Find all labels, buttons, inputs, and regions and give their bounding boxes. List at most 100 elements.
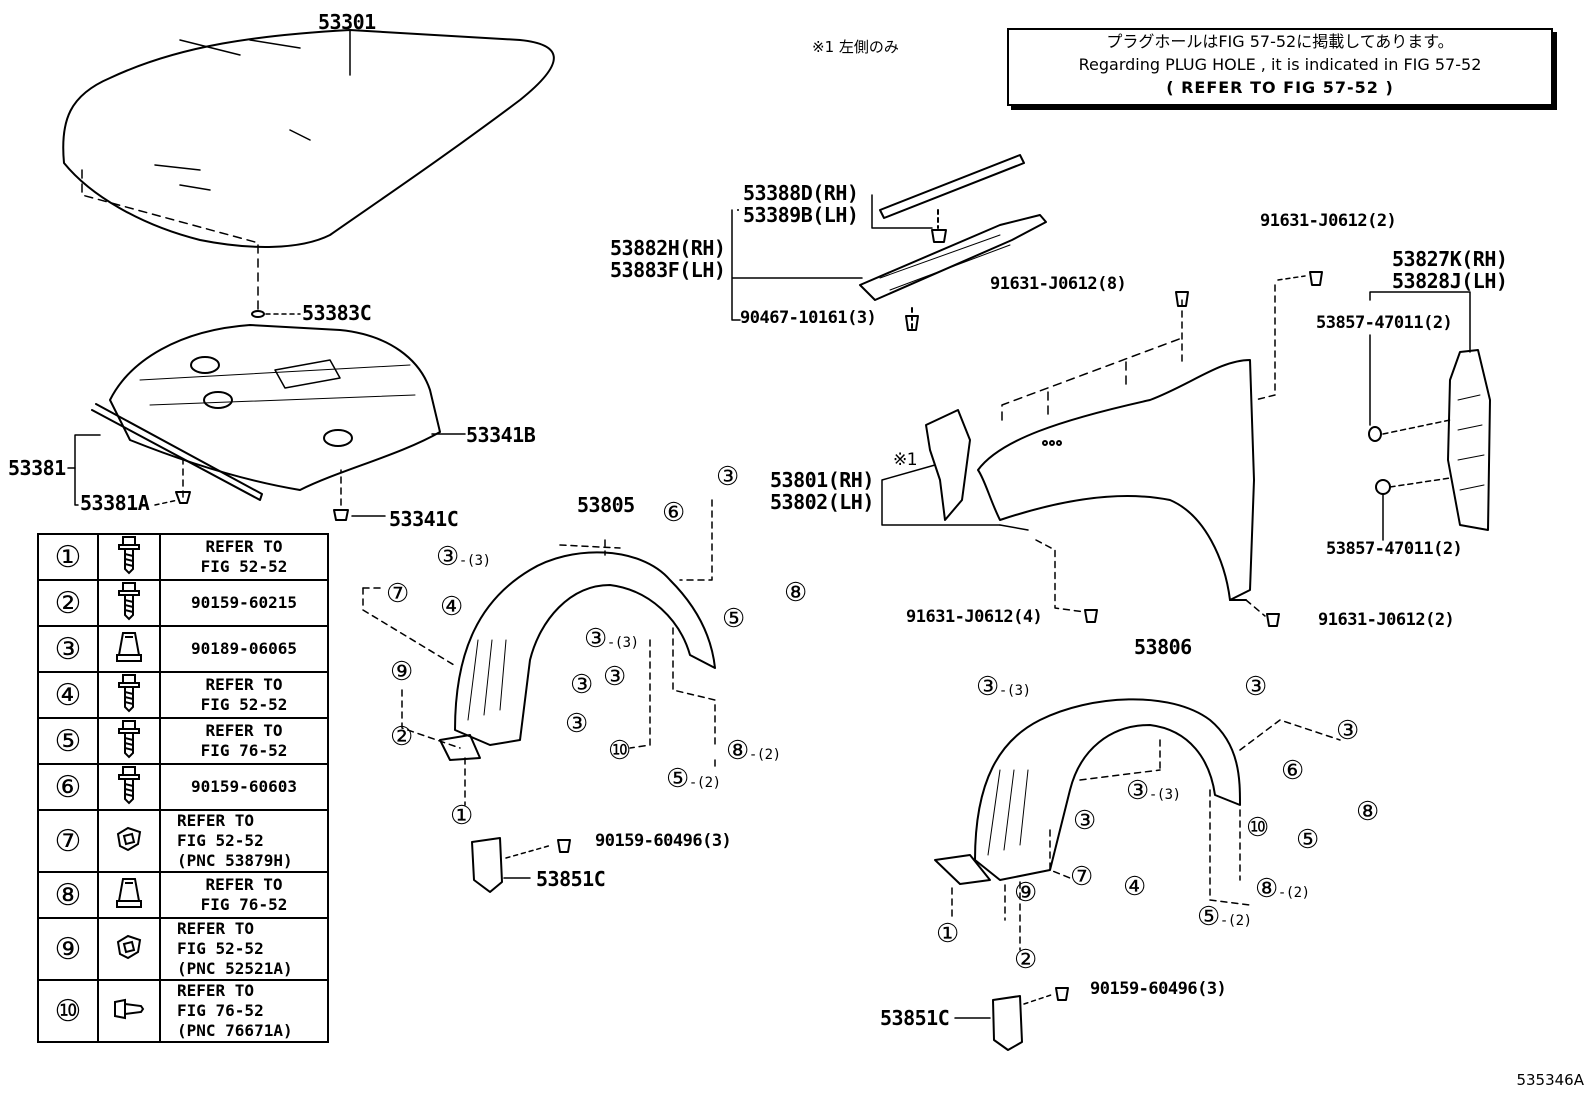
callout-quantity: -(2) [1277, 885, 1310, 901]
callout-marker[interactable]: ③-(3) [976, 674, 1031, 700]
callout-marker[interactable]: ③-(3) [1126, 778, 1181, 804]
callout-marker[interactable]: ③ [1073, 808, 1096, 834]
part-label[interactable]: 91631-J0612(2) [1318, 610, 1455, 630]
part-label[interactable]: 91631-J0612(8) [990, 274, 1127, 294]
callout-marker[interactable]: ③ [570, 672, 593, 698]
callout-marker[interactable]: ⑧ [784, 580, 807, 606]
part-label[interactable]: 53805 [577, 493, 635, 517]
callout-marker[interactable]: ③ [1244, 674, 1267, 700]
legend-part-reference[interactable]: 90159-60215 [159, 579, 329, 627]
callout-marker[interactable]: ③-(3) [584, 626, 639, 652]
callout-marker[interactable]: ② [390, 724, 413, 750]
callout-marker[interactable]: ③ [565, 711, 588, 737]
callout-marker[interactable]: ① [936, 921, 959, 947]
ref-line-refer: ( REFER TO FIG 57-52 ) [1166, 78, 1394, 97]
clip-icon [97, 809, 161, 873]
legend-line: FIG 52-52 [177, 831, 264, 850]
part-label[interactable]: 53828J(LH) [1392, 269, 1508, 293]
part-label[interactable]: 53381A [80, 491, 150, 515]
part-label[interactable]: 53851C [536, 867, 606, 891]
bolt-icon [97, 671, 161, 719]
callout-marker[interactable]: ⑦ [386, 581, 409, 607]
part-label[interactable]: 91631-J0612(4) [906, 607, 1043, 627]
callout-marker[interactable]: ④ [440, 594, 463, 620]
part-label[interactable]: 53857-47011(2) [1326, 539, 1463, 559]
callout-marker[interactable]: ④ [1123, 874, 1146, 900]
callout-marker[interactable]: ⑩ [608, 738, 631, 764]
callout-marker[interactable]: ⑧ [1356, 799, 1379, 825]
part-label[interactable]: 53341B [466, 423, 536, 447]
part-label[interactable]: 53827K(RH) [1392, 247, 1508, 271]
part-label[interactable]: 53851C [880, 1006, 950, 1030]
legend-part-reference[interactable]: 90189-06065 [159, 625, 329, 673]
part-label[interactable]: 53857-47011(2) [1316, 313, 1453, 333]
callout-marker[interactable]: ③ [603, 664, 626, 690]
callout-marker[interactable]: ③-(3) [436, 544, 491, 570]
callout-marker[interactable]: ⑥ [662, 500, 685, 526]
legend-number: ⑤ [37, 717, 99, 765]
part-label[interactable]: 53801(RH) [770, 468, 874, 492]
callout-marker[interactable]: ⑨ [390, 659, 413, 685]
part-label[interactable]: 90159-60496(3) [1090, 979, 1227, 999]
hood-panel [62, 29, 555, 248]
part-label[interactable]: 53883F(LH) [610, 258, 726, 282]
callout-number: ③ [1126, 776, 1149, 806]
legend-line: FIG 52-52 [177, 939, 264, 958]
cowl-side-seal [859, 214, 1047, 301]
legend-number: ⑧ [37, 871, 99, 919]
part-label[interactable]: 91631-J0612(2) [1260, 211, 1397, 231]
legend-number: ③ [37, 625, 99, 673]
fender-liner-53806 [934, 698, 1241, 885]
callout-marker[interactable]: ⑩ [1246, 815, 1269, 841]
callout-number: ⑤ [666, 764, 689, 794]
fender-liner-53805 [439, 551, 716, 761]
callout-marker[interactable]: ② [1014, 947, 1037, 973]
part-label[interactable]: 53802(LH) [770, 490, 874, 514]
part-label[interactable]: 53301 [318, 10, 376, 34]
callout-marker[interactable]: ⑤-(2) [666, 766, 721, 792]
callout-number: ② [390, 722, 413, 752]
callout-marker[interactable]: ① [450, 803, 473, 829]
callout-marker[interactable]: ⑧-(2) [1255, 876, 1310, 902]
callout-marker[interactable]: ⑧-(2) [726, 738, 781, 764]
callout-marker[interactable]: ③ [1336, 718, 1359, 744]
part-label[interactable]: 53341C [389, 507, 459, 531]
callout-marker[interactable]: ⑥ [1281, 758, 1304, 784]
fender-bracket [925, 409, 971, 521]
part-label[interactable]: 53389B(LH) [743, 203, 859, 227]
left-only-mark: ※1 [893, 450, 918, 470]
bolt-icon [97, 579, 161, 627]
part-label[interactable]: 53383C [302, 301, 372, 325]
callout-number: ③ [1073, 806, 1096, 836]
part-label[interactable]: 90467-10161(3) [740, 308, 877, 328]
plug-hole-reference-box: プラグホールはFIG 57-52に掲載してあります。 Regarding PLU… [1007, 28, 1553, 106]
callout-number: ⑥ [662, 498, 685, 528]
part-label[interactable]: 53381 [8, 456, 66, 480]
part-label[interactable]: 53882H(RH) [610, 236, 726, 260]
part-label[interactable]: 53806 [1134, 635, 1192, 659]
callout-number: ⑦ [386, 579, 409, 609]
callout-marker[interactable]: ③ [716, 464, 739, 490]
ref-line-en: Regarding PLUG HOLE , it is indicated in… [1078, 55, 1482, 74]
callout-number: ⑨ [1014, 878, 1037, 908]
callout-number: ③ [716, 462, 739, 492]
callout-marker[interactable]: ⑤ [722, 606, 745, 632]
part-label[interactable]: 53388D(RH) [743, 181, 859, 205]
callout-quantity: -(3) [606, 635, 639, 651]
part-label[interactable]: 90159-60496(3) [595, 831, 732, 851]
callout-marker[interactable]: ⑤-(2) [1197, 904, 1252, 930]
legend-part-reference[interactable]: 90159-60603 [159, 763, 329, 811]
callout-marker[interactable]: ⑨ [1014, 880, 1037, 906]
legend-line: 90159-60215 [191, 593, 297, 612]
callout-number: ⑧ [726, 736, 749, 766]
callout-marker[interactable]: ⑦ [1070, 864, 1093, 890]
callout-marker[interactable]: ⑤ [1296, 827, 1319, 853]
